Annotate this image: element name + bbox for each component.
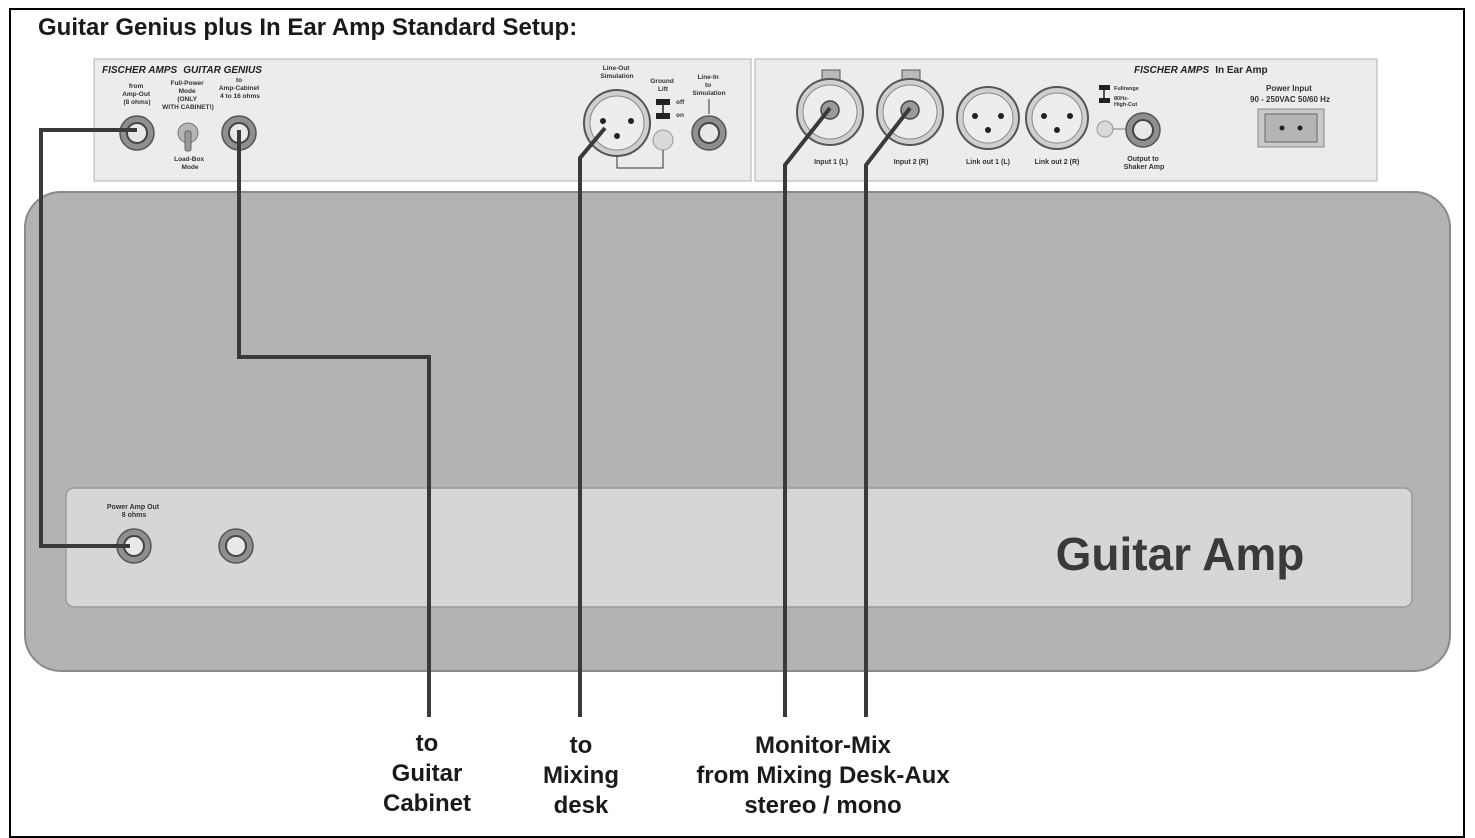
link-out-1-label: Link out 1 (L) [966,159,1010,166]
line-out-simulation-label: Line-Out Simulation [600,65,633,80]
power-amp-out-label: Power Amp Out 8 ohms [107,504,161,519]
caption-monitor-mix: Monitor-Mix from Mixing Desk-Aux stereo … [696,732,950,819]
line-in-jack[interactable] [691,115,727,151]
cables [39,106,912,717]
caption-to-guitar-cabinet: to Guitar Cabinet [382,730,471,817]
line-in-simulation-label: Line-In to Simulation [692,74,725,97]
link-out-1-xlr-connector[interactable] [956,86,1020,150]
ground-off-label: off [676,99,685,106]
setup-diagram: Guitar Amp Power Amp Out 8 ohms FISCHER … [24,58,1451,717]
diagram-title: Guitar Genius plus In Ear Amp Standard S… [38,14,578,41]
diagram-stage: Guitar Genius plus In Ear Amp Standard S… [9,8,1465,838]
load-box-mode-label: Load-Box Mode [174,156,206,171]
full-power-mode-label: Full-Power Mode (ONLY WITH CABINET!) [162,80,214,111]
input-2-label: Input 2 (R) [894,159,929,166]
cable-genius-to-cabinet [237,130,431,717]
fullrange-label: Fullrange [1114,86,1139,92]
cable-amp-out-to-genius [39,128,137,548]
from-amp-out-label: from Amp-Out (8 ohms) [122,83,152,106]
input-1-label: Input 1 (L) [814,159,848,166]
cable-monitor-right [864,106,912,717]
to-amp-cabinet-label: to Amp-Cabinet 4 to 16 ohms [219,77,261,100]
line-out-xlr-connector[interactable] [583,89,651,157]
cable-monitor-left [783,106,832,717]
output-shaker-label: Output to Shaker Amp [1124,156,1165,171]
link-out-2-label: Link out 2 (R) [1035,159,1080,166]
caption-to-mixing-desk: to Mixing desk [543,732,619,819]
high-cut-label: 80Hz- High-Cut [1114,96,1137,108]
ground-lift-bracket [616,150,664,169]
link-out-2-xlr-connector[interactable] [1025,86,1089,150]
ground-lift-label: Ground Lift [650,78,675,93]
ground-on-label: on [676,112,684,119]
guitar-amp-label: Guitar Amp [1056,528,1305,580]
power-input-socket[interactable] [1257,108,1325,148]
output-shaker-jack[interactable] [1125,112,1161,148]
from-amp-out-jack[interactable] [119,115,155,151]
mode-toggle-switch[interactable] [177,122,199,152]
power-amp-out-jack-2[interactable] [218,528,254,564]
power-input-label: Power Input 90 - 250VAC 50/60 Hz [1250,84,1330,104]
cable-line-out-to-mixing [578,126,607,717]
